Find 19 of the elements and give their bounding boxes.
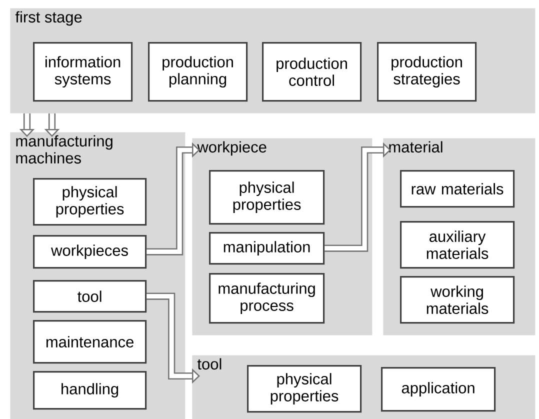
text-box: manufacturing process [209, 273, 325, 324]
text-box: maintenance [33, 320, 147, 364]
text-box: physical properties [247, 365, 362, 413]
text-box: working materials [400, 276, 515, 324]
text-box: information systems [33, 42, 133, 102]
hollow-arrow [146, 142, 200, 256]
text-box: handling [33, 371, 147, 410]
text-box: tool [33, 280, 147, 313]
text-box: auxiliary materials [400, 220, 515, 269]
text-box: production control [262, 42, 362, 102]
text-box: production strategies [377, 42, 477, 102]
text-box: production planning [148, 42, 248, 102]
hollow-arrow [324, 142, 391, 252]
text-box: workpieces [33, 235, 147, 269]
text-box: physical properties [33, 178, 147, 226]
text-box: application [381, 367, 496, 412]
text-box: raw materials [400, 170, 515, 208]
text-box: manipulation [209, 232, 325, 265]
text-box: physical properties [209, 170, 325, 225]
